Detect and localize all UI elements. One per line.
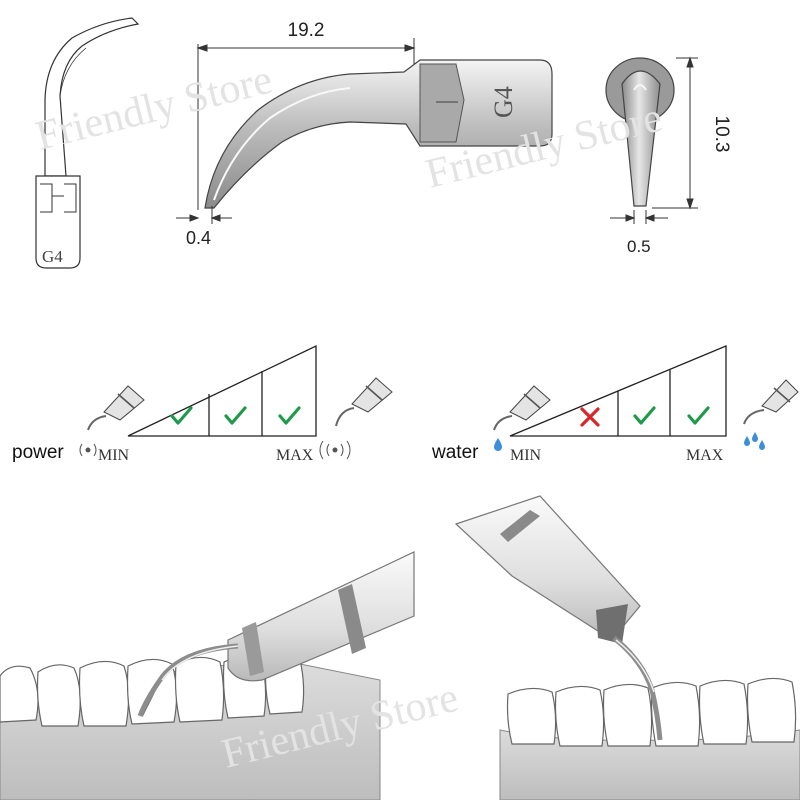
usage-illustration-left [0,551,415,800]
tip-front-view [605,57,675,207]
dimension-end-width-label: 0.5 [627,237,651,256]
check-icon [633,406,656,425]
dimension-tip-width-line [176,206,232,224]
check-icon [278,406,301,425]
power-max-label: MAX [276,447,314,464]
handpiece-icon [335,377,393,427]
check-icon [687,406,710,425]
cross-icon [580,407,600,427]
usage-illustration-right [454,495,800,800]
vibration-icon [79,443,97,457]
water-drop-icon [744,432,765,450]
tip-model-label-sketch: G4 [42,247,63,266]
dimension-length-label: 19.2 [288,20,325,41]
water-drop-icon [494,438,502,451]
power-min-label: MIN [98,447,130,464]
tip-model-label: G4 [489,86,518,118]
dimension-height-line [652,56,698,210]
water-scale [509,345,727,437]
dimension-tip-width-label: 0.4 [186,228,211,248]
water-min-label: MIN [510,447,542,464]
tip-side-view [204,59,553,209]
water-max-label: MAX [686,447,724,464]
check-icon [224,406,247,425]
dimension-end-width-line [610,210,668,224]
power-scale [127,344,317,437]
check-icon [170,406,193,425]
handpiece-icon [493,385,551,431]
water-label: water [431,442,479,463]
handpiece-icon [87,385,145,431]
dimension-length-line [196,38,416,210]
power-label: power [12,442,64,463]
power-scale-triangle [127,344,317,437]
tip-outline-sketch [35,17,140,269]
vibration-icon [319,440,351,460]
dimension-height-label: 10.3 [711,116,732,153]
handpiece-icon [743,379,799,425]
